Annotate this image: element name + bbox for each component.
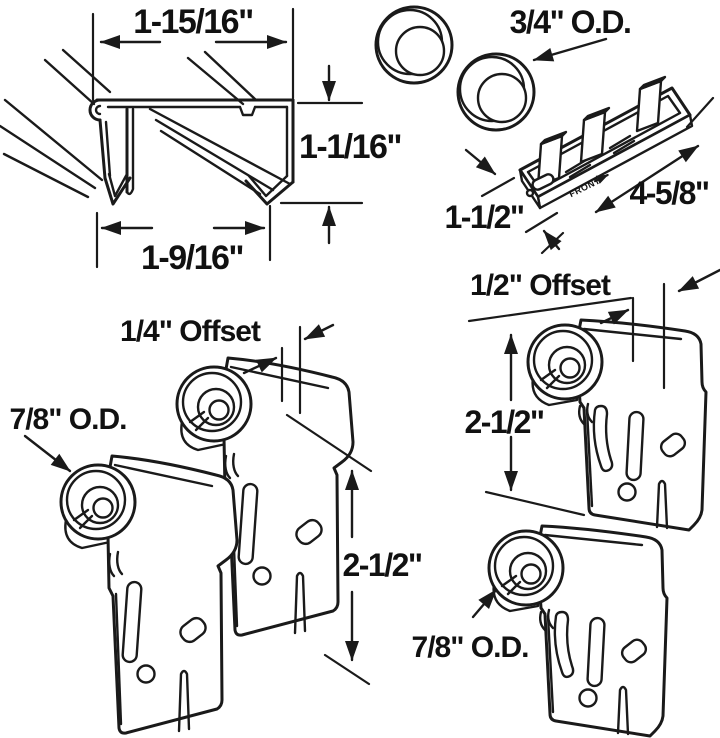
dimension-left-bracket-height: 2-1/2" (285, 413, 423, 686)
left-bracket-height-label: 2-1/2" (342, 547, 421, 583)
callout-right-wheel-od: 7/8" O.D. (412, 588, 529, 664)
floor-guide-slot-hole (531, 173, 555, 191)
track-top-width-label: 1-15/16" (133, 3, 252, 41)
floor-guide-width-label: 1-1/2" (444, 199, 523, 235)
left-wheel-od-label: 7/8" O.D. (10, 403, 127, 436)
track-bottom-width-label: 1-9/16" (141, 239, 243, 277)
dimension-track-top-width: 1-15/16" (91, 3, 295, 102)
dimension-left-offset: 1/4" Offset (120, 315, 335, 415)
right-offset-label: 1/2" Offset (470, 269, 611, 302)
floor-guide-length-label: 4-5/8" (629, 175, 708, 211)
track-extension-hatch-lines (0, 48, 292, 199)
floor-guide-ribs (564, 134, 636, 179)
finger-pull-od-label: 3/4" O.D. (510, 4, 631, 40)
finger-pull-cup-right (456, 52, 536, 132)
roller-assembly-quarter-offset-front (59, 454, 239, 735)
roller-assembly-half-offset-upper (526, 318, 708, 532)
callout-finger-pull-od: 3/4" O.D. (510, 4, 632, 62)
right-bracket-height-label: 2-1/2" (464, 404, 543, 440)
dimension-right-bracket-height: 2-1/2" (464, 296, 633, 517)
floor-guide-screw-dimple (525, 188, 535, 198)
dimension-track-height: 1-1/16" (279, 64, 403, 245)
dimension-track-bottom-width: 1-9/16" (95, 204, 272, 277)
finger-pull-cups (374, 5, 536, 132)
left-offset-label: 1/4" Offset (120, 315, 261, 348)
finger-pull-cup-left (374, 5, 454, 85)
right-wheel-od-label: 7/8" O.D. (412, 631, 529, 664)
track-profile (88, 98, 295, 206)
dimension-floor-guide-width: 1-1/2" (444, 148, 562, 251)
track-height-label: 1-1/16" (299, 128, 401, 166)
callout-left-wheel-od: 7/8" O.D. (10, 403, 127, 473)
dimension-right-offset: 1/2" Offset (470, 268, 720, 390)
track-cross-section (0, 48, 295, 206)
